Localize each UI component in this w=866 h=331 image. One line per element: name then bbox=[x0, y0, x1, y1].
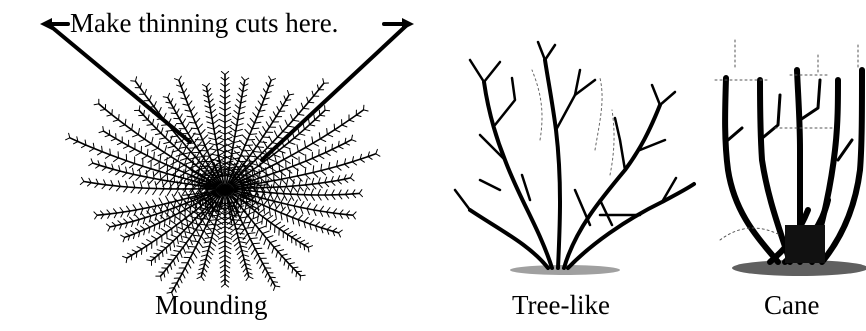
thinning-cuts-callout: Make thinning cuts here. bbox=[70, 10, 338, 37]
callout-arrowhead-right bbox=[402, 18, 414, 30]
callout-arrowhead-left bbox=[40, 18, 52, 30]
tree-like-shrub-illustration bbox=[455, 42, 694, 275]
cane-dark-base bbox=[785, 225, 825, 263]
cane-label: Cane bbox=[764, 292, 819, 319]
tree-like-label: Tree-like bbox=[512, 292, 610, 319]
thinning-cut-callout-lines bbox=[48, 24, 408, 160]
mounding-shrub-illustration bbox=[66, 72, 380, 297]
mounding-label: Mounding bbox=[155, 292, 268, 319]
cane-shrub-illustration bbox=[715, 40, 866, 276]
